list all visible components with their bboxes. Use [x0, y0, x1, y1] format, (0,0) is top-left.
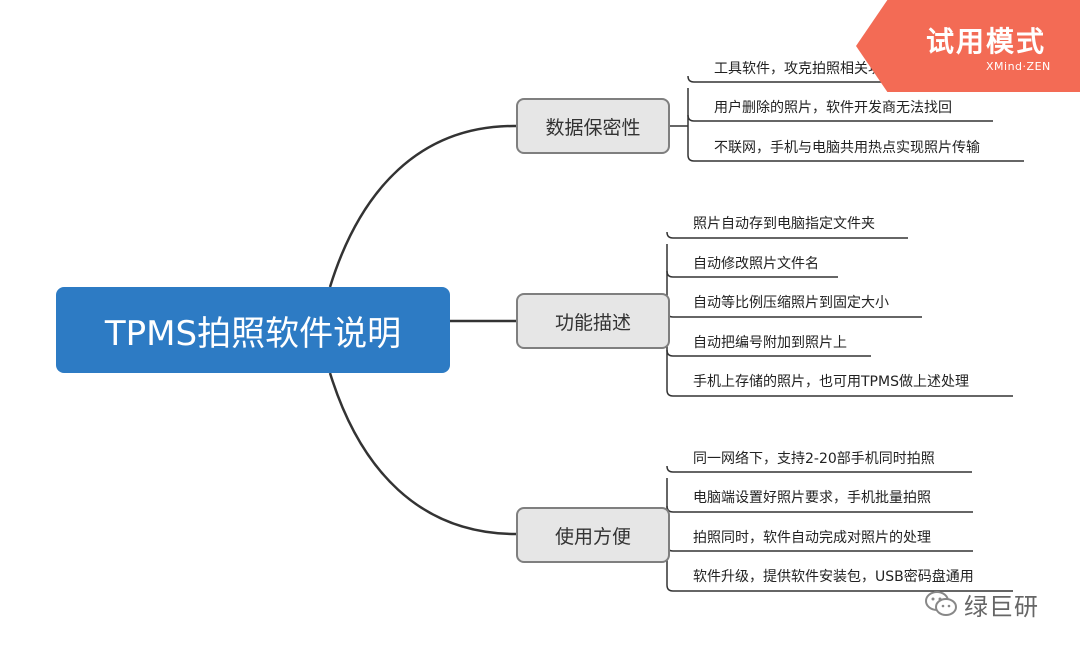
- leaf-label: 电脑端设置好照片要求，手机批量拍照: [693, 490, 931, 506]
- leaf-underline: [687, 114, 993, 122]
- leaf-underline: [666, 270, 838, 278]
- leaf-label: 自动等比例压缩照片到固定大小: [693, 295, 889, 311]
- leaf-underline: [687, 75, 1002, 83]
- leaf-label: 同一网络下，支持2-20部手机同时拍照: [693, 451, 935, 467]
- branch-topic-data-security[interactable]: 数据保密性: [516, 98, 670, 154]
- leaf-topic[interactable]: 自动修改照片文件名: [693, 254, 819, 274]
- leaf-underline: [666, 349, 871, 357]
- branch-label: 使用方便: [554, 525, 631, 548]
- leaf-topic[interactable]: 同一网络下，支持2-20部手机同时拍照: [693, 449, 935, 469]
- leaf-label: 软件升级，提供软件安装包，USB密码盘通用: [693, 569, 974, 585]
- leaf-underline: [666, 584, 1013, 592]
- leaf-underline: [666, 231, 908, 239]
- leaf-topic[interactable]: 不联网，手机与电脑共用热点实现照片传输: [714, 138, 980, 158]
- leaf-topic[interactable]: 软件升级，提供软件安装包，USB密码盘通用: [693, 567, 974, 587]
- leaf-label: 照片自动存到电脑指定文件夹: [693, 216, 875, 232]
- leaf-topic[interactable]: 自动等比例压缩照片到固定大小: [693, 293, 889, 313]
- leaf-label: 用户删除的照片，软件开发商无法找回: [714, 100, 952, 116]
- branch-topic-ease-of-use[interactable]: 使用方便: [516, 507, 670, 563]
- leaf-label: 工具软件，攻克拍照相关功能的技术实现: [714, 61, 966, 77]
- leaf-underline: [666, 389, 1013, 397]
- leaf-topic[interactable]: 用户删除的照片，软件开发商无法找回: [714, 98, 952, 118]
- leaf-topic[interactable]: 手机上存储的照片，也可用TPMS做上述处理: [693, 372, 969, 392]
- leaf-label: 不联网，手机与电脑共用热点实现照片传输: [714, 140, 980, 156]
- watermark-text: 绿巨研: [964, 592, 1039, 621]
- leaf-topic[interactable]: 照片自动存到电脑指定文件夹: [693, 214, 875, 234]
- root-topic[interactable]: TPMS拍照软件说明: [56, 287, 450, 373]
- branch-label: 功能描述: [554, 311, 631, 334]
- branch-topic-features[interactable]: 功能描述: [516, 293, 670, 349]
- leaf-label: 拍照同时，软件自动完成对照片的处理: [693, 530, 931, 546]
- root-topic-label: TPMS拍照软件说明: [104, 313, 402, 354]
- root-to-branch-connector: [328, 372, 517, 536]
- leaf-underline: [687, 154, 1024, 162]
- watermark: 绿巨研: [924, 586, 1039, 622]
- branch-label: 数据保密性: [545, 116, 641, 139]
- leaf-topic[interactable]: 拍照同时，软件自动完成对照片的处理: [693, 528, 931, 548]
- leaf-label: 手机上存储的照片，也可用TPMS做上述处理: [693, 374, 969, 390]
- leaf-underline: [666, 465, 972, 473]
- root-to-branch-connector: [328, 124, 517, 288]
- leaf-topic[interactable]: 工具软件，攻克拍照相关功能的技术实现: [714, 59, 966, 79]
- leaf-topic[interactable]: 电脑端设置好照片要求，手机批量拍照: [693, 488, 931, 508]
- leaf-label: 自动修改照片文件名: [693, 256, 819, 272]
- leaf-label: 自动把编号附加到照片上: [693, 335, 847, 351]
- wechat-icon: [925, 591, 957, 616]
- leaf-topic[interactable]: 自动把编号附加到照片上: [693, 333, 847, 353]
